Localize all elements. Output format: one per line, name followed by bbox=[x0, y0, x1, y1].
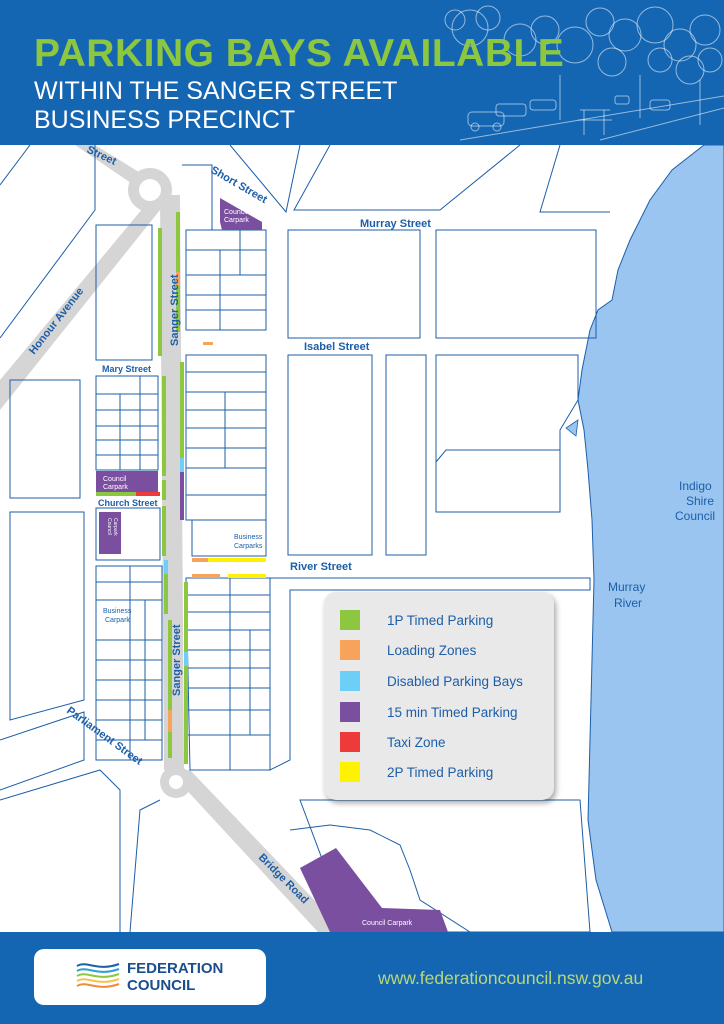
parking-map: Street Short Street Murray Street Honour… bbox=[0, 145, 724, 932]
label-murray-river-2: River bbox=[614, 596, 642, 610]
legend-label: Disabled Parking Bays bbox=[387, 673, 523, 689]
street-label-murray: Murray Street bbox=[360, 218, 431, 230]
street-label-isabel: Isabel Street bbox=[304, 341, 370, 353]
street-label-sanger-north: Sanger Street bbox=[169, 274, 181, 346]
council-carpark-south bbox=[300, 848, 448, 932]
label-council-carpark-west-1: Council bbox=[103, 476, 127, 483]
legend-swatch bbox=[340, 640, 360, 660]
legend-item: Taxi Zone bbox=[340, 732, 446, 752]
street-label-church: Church Street bbox=[98, 498, 158, 508]
bridge-road bbox=[168, 770, 345, 932]
legend-label: 1P Timed Parking bbox=[387, 612, 494, 628]
honour-avenue-road bbox=[0, 190, 168, 410]
label-business-carpark-2: Carpark bbox=[105, 617, 130, 624]
legend-label: 15 min Timed Parking bbox=[387, 704, 518, 720]
legend-item: Loading Zones bbox=[340, 640, 476, 660]
website-link[interactable]: www.federationcouncil.nsw.gov.au bbox=[378, 968, 644, 988]
header-banner: PARKING BAYS AVAILABLE WITHIN THE SANGER… bbox=[0, 0, 724, 145]
label-council-carpark-north-1: Council bbox=[224, 209, 248, 216]
label-business-carparks-2: Carparks bbox=[234, 543, 263, 550]
label-business-carparks-1: Business bbox=[234, 534, 263, 541]
logo-line1: FEDERATION bbox=[127, 960, 224, 977]
legend-item: 1P Timed Parking bbox=[340, 610, 493, 630]
legend-item: Disabled Parking Bays bbox=[340, 671, 523, 691]
label-business-carpark-1: Business bbox=[103, 608, 132, 615]
street-label-bridge: Bridge Road bbox=[256, 852, 311, 907]
header-street-illustration bbox=[444, 5, 724, 141]
street-label-top: Street bbox=[85, 145, 119, 168]
page-subtitle-line2: BUSINESS PRECINCT bbox=[34, 106, 296, 134]
street-label-short: Short Street bbox=[209, 164, 270, 206]
legend-swatch bbox=[340, 610, 360, 630]
murray-river bbox=[577, 145, 724, 932]
label-murray-river-1: Murray bbox=[608, 580, 645, 594]
legend-swatch bbox=[340, 762, 360, 782]
street-label-mary: Mary Street bbox=[102, 364, 151, 374]
sanger-street-road bbox=[160, 195, 184, 770]
logo-line2: COUNCIL bbox=[127, 977, 196, 994]
page-title: PARKING BAYS AVAILABLE bbox=[34, 32, 565, 75]
map-legend: 1P Timed Parking Loading Zones Disabled … bbox=[324, 592, 554, 800]
council-carpark-west bbox=[96, 471, 158, 493]
street-label-honour: Honour Avenue bbox=[27, 286, 86, 357]
label-council-carpark-church-2: Carpark bbox=[112, 518, 118, 536]
label-council-carpark-north-2: Carpark bbox=[224, 217, 249, 224]
label-indigo-3: Council bbox=[675, 509, 715, 523]
wave-logo-icon bbox=[76, 963, 120, 988]
label-council-carpark-west-2: Carpark bbox=[103, 484, 128, 491]
legend-label: Loading Zones bbox=[387, 642, 477, 658]
federation-council-logo[interactable]: FEDERATION COUNCIL bbox=[34, 949, 266, 1005]
legend-swatch bbox=[340, 671, 360, 691]
label-indigo-1: Indigo bbox=[679, 479, 712, 493]
label-council-carpark-south: Council Carpark bbox=[362, 920, 413, 927]
parking-bays bbox=[96, 212, 266, 764]
legend-label: Taxi Zone bbox=[387, 734, 446, 750]
street-label-sanger-south: Sanger Street bbox=[171, 624, 183, 696]
logo-text: FEDERATION COUNCIL bbox=[127, 960, 223, 994]
label-council-carpark-church-1: Council bbox=[106, 518, 112, 535]
street-label-river: River Street bbox=[290, 561, 352, 573]
legend-swatch bbox=[340, 732, 360, 752]
council-carpark-north bbox=[220, 198, 262, 230]
council-carpark-church bbox=[99, 512, 121, 554]
legend-label: 2P Timed Parking bbox=[387, 764, 494, 780]
label-indigo-2: Shire bbox=[686, 494, 714, 508]
legend-swatch bbox=[340, 702, 360, 722]
legend-item: 2P Timed Parking bbox=[340, 762, 493, 782]
legend-item: 15 min Timed Parking bbox=[340, 702, 518, 722]
street-label-parliament: Parliament Street bbox=[64, 705, 145, 768]
page-subtitle-line1: WITHIN THE SANGER STREET bbox=[34, 77, 398, 105]
